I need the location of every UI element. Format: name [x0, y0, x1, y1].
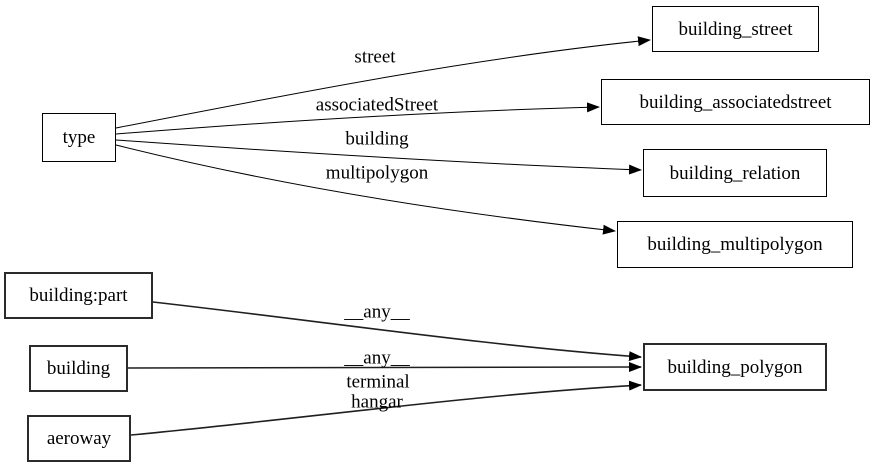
edge-type-building_multipolygon — [115, 144, 616, 235]
edge-type-building_associatedstreet — [115, 102, 600, 135]
node-building-associatedstreet: building_associatedstreet — [601, 79, 870, 125]
edge-label-hangar: hangar — [351, 391, 403, 413]
edge-label-building: building — [345, 128, 409, 150]
node-building-multipolygon-label: building_multipolygon — [647, 234, 823, 255]
node-type: type — [42, 113, 116, 162]
edge-label-multipolygon: multipolygon — [325, 162, 429, 184]
node-aeroway: aeroway — [27, 415, 131, 462]
node-building-multipolygon: building_multipolygon — [617, 221, 853, 268]
edge-building-building_polygon — [127, 362, 642, 373]
node-building-street-label: building_street — [678, 18, 793, 40]
edge-type-building_relation — [115, 139, 642, 175]
edge-label-street: street — [354, 46, 396, 68]
edge-label-any-buildingpart: __any__ — [344, 301, 410, 323]
node-building-polygon-label: building_polygon — [667, 356, 803, 378]
node-building-relation-label: building_relation — [669, 162, 801, 184]
node-building-associatedstreet-label: building_associatedstreet — [639, 91, 832, 113]
node-building-part-label: building:part — [29, 285, 128, 306]
node-building: building — [29, 345, 128, 392]
edge-label-any-building: __any__ — [344, 347, 410, 369]
node-building-polygon: building_polygon — [643, 343, 827, 391]
edge-aeroway-building_polygon — [130, 380, 642, 436]
edge-label-associatedstreet: associatedStreet — [315, 94, 439, 116]
node-aeroway-label: aeroway — [46, 428, 112, 449]
node-building-relation: building_relation — [643, 149, 827, 197]
node-type-label: type — [62, 127, 96, 148]
node-building-label: building — [46, 358, 111, 379]
node-building-street: building_street — [652, 6, 819, 52]
edge-buildingpart-building_polygon — [152, 301, 642, 362]
edge-label-terminal: terminal — [346, 371, 410, 393]
node-building-part: building:part — [4, 272, 153, 319]
edge-type-building_street — [115, 36, 651, 129]
